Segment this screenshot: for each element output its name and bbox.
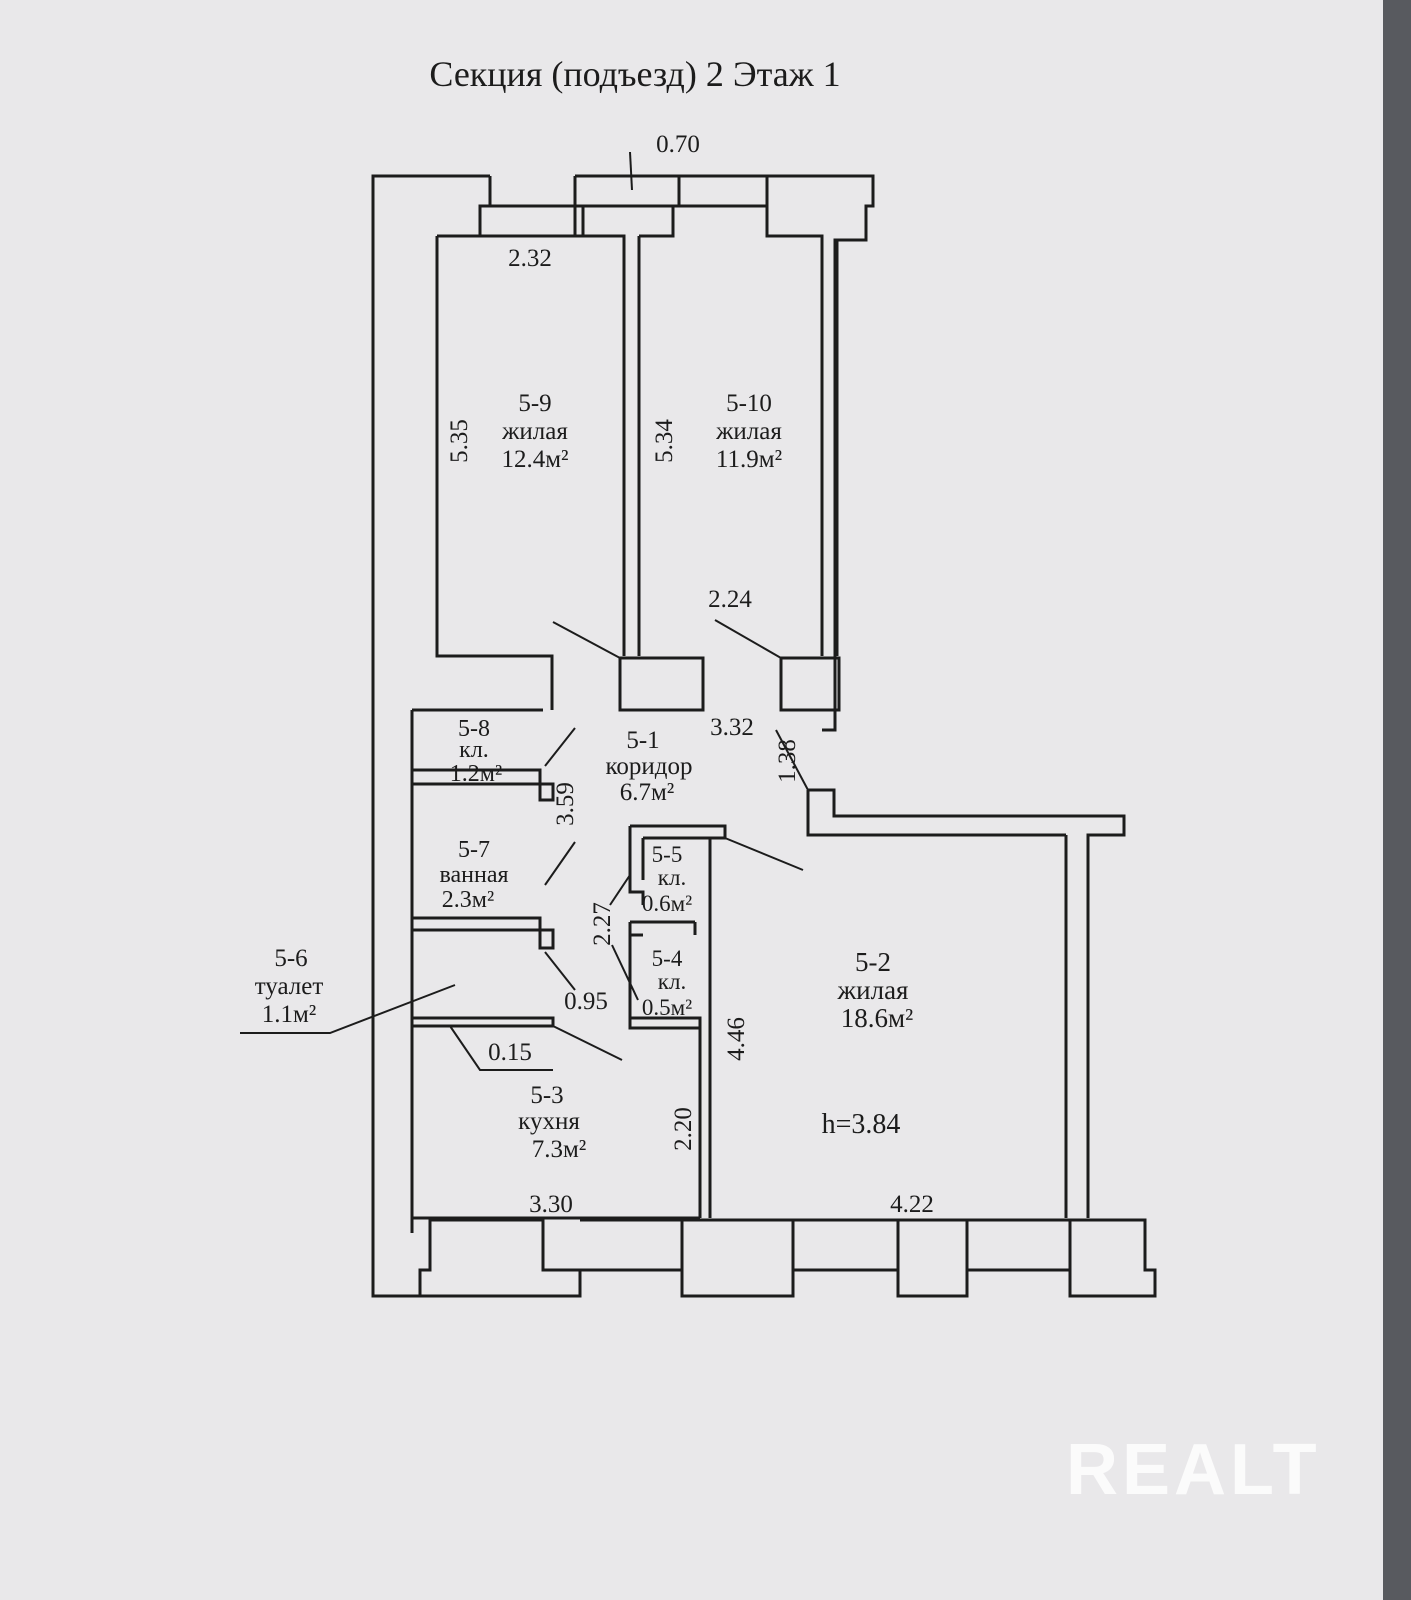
room-area: 1.2м²: [450, 761, 502, 787]
room-id: 5-1: [626, 727, 659, 754]
paper-edge: [1383, 0, 1411, 1600]
room-type: жилая: [715, 418, 782, 445]
room-id: 5-3: [530, 1082, 563, 1109]
dimension-labels: 0.70 2.32 5.35 5.34 2.24 3.32 1.38 3.59 …: [446, 131, 934, 1218]
room-area: 11.9м²: [716, 446, 782, 473]
dim-2.20: 2.20: [670, 1107, 697, 1151]
room-id: 5-7: [458, 837, 490, 863]
dim-0.15: 0.15: [488, 1039, 532, 1066]
room-5-1: 5-1 коридор 6.7м²: [606, 727, 693, 806]
room-id: 5-10: [726, 390, 772, 417]
room-type: жилая: [501, 418, 568, 445]
room-id: 5-2: [855, 947, 891, 977]
room-id: 5-5: [652, 842, 683, 867]
room-5-8: 5-8 кл. 1.2м²: [450, 716, 502, 787]
room-type: кл.: [459, 737, 489, 763]
room-type: коридор: [606, 753, 693, 780]
dim-5.34: 5.34: [651, 419, 678, 463]
room-5-9: 5-9 жилая 12.4м²: [501, 390, 568, 473]
room-area: 2.3м²: [442, 887, 494, 913]
outer-walls: [371, 174, 1157, 1298]
plan-title: Секция (подъезд) 2 Этаж 1: [429, 54, 840, 94]
room-5-5: 5-5 кл. 0.6м²: [642, 842, 692, 916]
room-type: кл.: [658, 969, 686, 994]
room-id: 5-9: [518, 390, 551, 417]
dim-3.59: 3.59: [552, 782, 579, 826]
room-area: 1.1м²: [262, 1001, 317, 1028]
dim-3.32: 3.32: [710, 714, 754, 741]
room-area: 0.6м²: [642, 891, 692, 916]
room-5-7: 5-7 ванная 2.3м²: [439, 837, 508, 913]
door-swings: [240, 151, 809, 1071]
room-id: 5-6: [274, 945, 307, 972]
dim-2.24: 2.24: [708, 586, 752, 613]
dim-3.30: 3.30: [529, 1191, 573, 1218]
dim-4.22: 4.22: [890, 1191, 934, 1218]
room-5-6: 5-6 туалет 1.1м²: [255, 945, 324, 1028]
dim-0.70: 0.70: [656, 131, 700, 158]
room-type: туалет: [255, 973, 324, 1000]
room-5-4: 5-4 кл. 0.5м²: [642, 946, 692, 1020]
room-area: 18.6м²: [841, 1003, 913, 1033]
room-type: кухня: [518, 1108, 580, 1135]
room-id: 5-4: [652, 946, 683, 971]
room-5-10: 5-10 жилая 11.9м²: [715, 390, 782, 473]
room-area: 12.4м²: [501, 446, 568, 473]
room-type: ванная: [439, 862, 508, 888]
room-area: 7.3м²: [532, 1136, 587, 1163]
room-type: кл.: [658, 865, 686, 890]
room-id: 5-8: [458, 716, 490, 742]
dim-5.35: 5.35: [446, 419, 473, 463]
room-area: 0.5м²: [642, 995, 692, 1020]
dim-4.46: 4.46: [723, 1017, 750, 1061]
dim-2.32: 2.32: [508, 245, 552, 272]
dim-2.27: 2.27: [589, 902, 616, 946]
realt-watermark-logo: REALT: [1066, 1430, 1321, 1510]
ceiling-height: h=3.84: [822, 1109, 901, 1140]
room-area: 6.7м²: [620, 779, 675, 806]
room-5-3: 5-3 кухня 7.3м²: [518, 1082, 586, 1163]
dim-0.95: 0.95: [564, 988, 608, 1015]
room-5-2: 5-2 жилая 18.6м²: [837, 947, 914, 1033]
room-type: жилая: [837, 975, 909, 1005]
dim-1.38: 1.38: [774, 739, 801, 783]
